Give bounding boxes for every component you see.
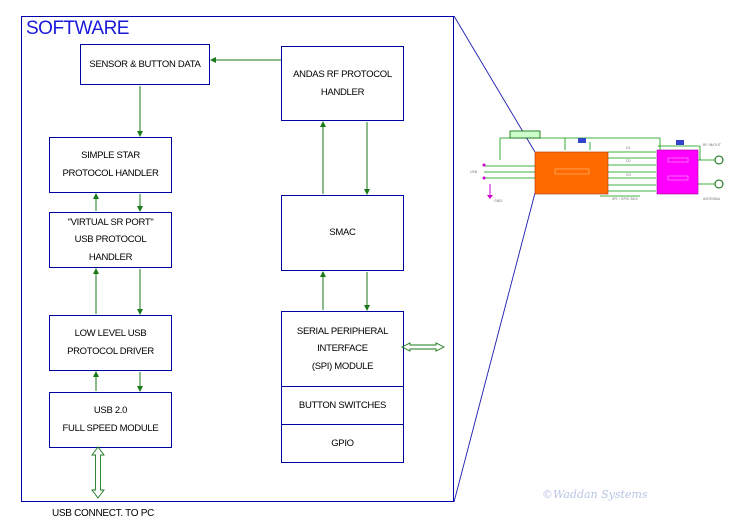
- capacitor-component: [578, 138, 586, 143]
- flow-arrows: [93, 57, 370, 392]
- zoom-line-bottom: [453, 192, 536, 503]
- usb-double-arrow: [91, 446, 105, 499]
- resistor-component: [509, 130, 541, 139]
- gpio-block: GPIO: [281, 424, 404, 463]
- svg-text:USB: USB: [470, 170, 478, 174]
- smac-block: SMAC: [281, 195, 404, 271]
- svg-text:D1: D1: [626, 146, 631, 150]
- svg-text:RF IN/OUT: RF IN/OUT: [703, 143, 722, 147]
- capacitor-component-2: [676, 140, 684, 145]
- antenna-connector-1: [714, 155, 724, 165]
- antenna-connector-2: [714, 179, 724, 189]
- svg-text:SPI / GPIO BUS: SPI / GPIO BUS: [612, 197, 638, 201]
- svg-text:D2: D2: [626, 159, 631, 163]
- mcu-chip: [534, 151, 609, 195]
- usb-full-speed-module-block: USB 2.0 FULL SPEED MODULE: [49, 392, 172, 448]
- low-level-usb-driver-block: LOW LEVEL USB PROTOCOL DRIVER: [49, 315, 172, 371]
- simple-star-protocol-handler-block: SIMPLE STAR PROTOCOL HANDLER: [49, 137, 172, 193]
- zoom-line-top: [453, 15, 536, 153]
- button-switches-block: BUTTON SWITCHES: [281, 386, 404, 425]
- software-frame: [21, 16, 454, 502]
- svg-text:D3: D3: [626, 173, 631, 177]
- andas-rf-protocol-handler-block: ANDAS RF PROTOCOL HANDLER: [281, 46, 404, 121]
- sensor-button-data-block: SENSOR & BUTTON DATA: [80, 44, 210, 85]
- virtual-sr-port-usb-handler-block: "VIRTUAL SR PORT" USB PROTOCOL HANDLER: [49, 212, 172, 268]
- svg-text:GND: GND: [494, 199, 502, 203]
- software-title: SOFTWARE: [26, 18, 129, 39]
- spi-double-arrow: [400, 342, 446, 352]
- pcb-illustration: USB GND D1 D2 D3 SPI / GPIO BUS RF IN/OU…: [470, 130, 724, 203]
- usb-connect-label: USB CONNECT. TO PC: [52, 508, 155, 519]
- rf-chip: [656, 149, 699, 195]
- watermark: ©Waddan Systems: [542, 488, 648, 501]
- svg-text:ANTENNA: ANTENNA: [703, 197, 721, 201]
